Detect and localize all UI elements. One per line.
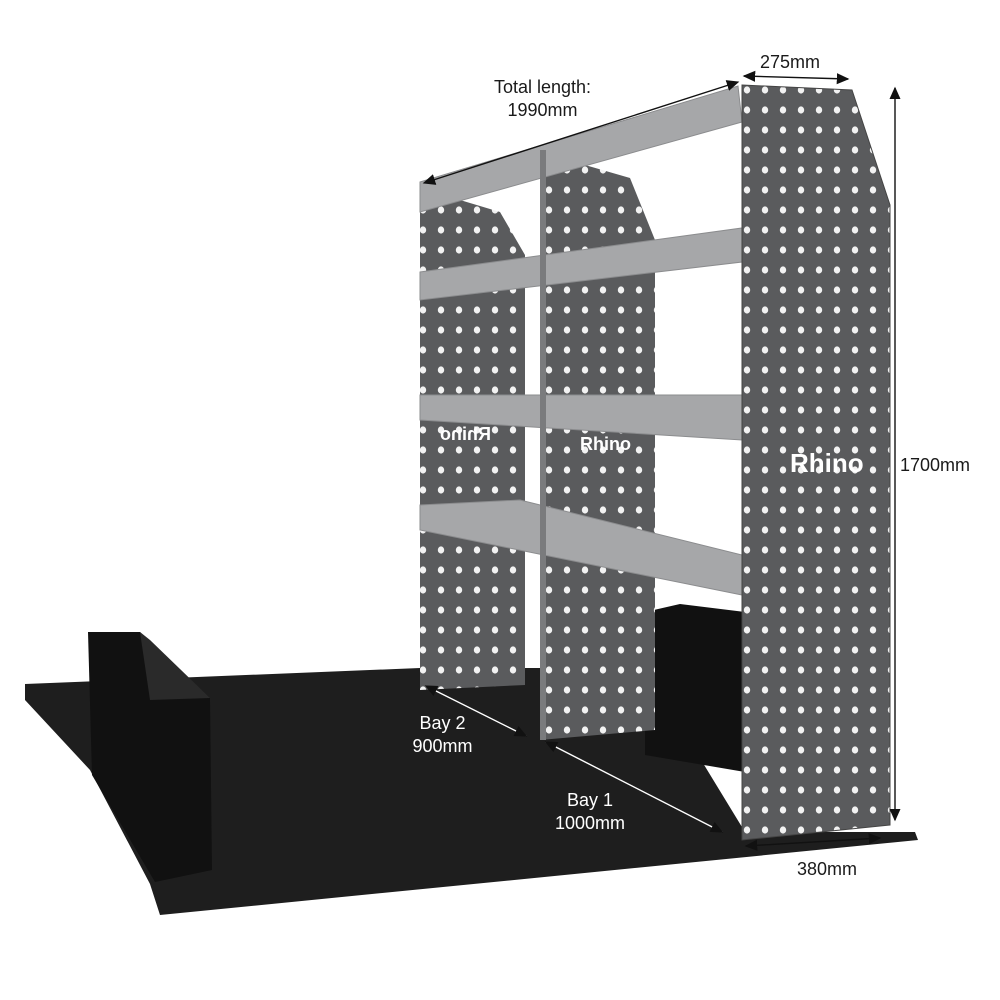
bay2-label: Bay 2 900mm — [395, 712, 490, 758]
rhino-logo-left: Rhino — [440, 424, 491, 444]
depth-bottom-arrow — [744, 833, 882, 851]
bay2-caption: Bay 2 — [419, 713, 466, 733]
total-length-value: 1990mm — [507, 100, 578, 120]
rhino-logo-right: Rhino — [790, 448, 864, 478]
total-length-arrow — [422, 80, 740, 185]
total-length-label: Total length: 1990mm — [470, 76, 615, 122]
bay1-label: Bay 1 1000mm — [540, 789, 640, 835]
rhino-logo-middle: Rhino — [580, 434, 631, 454]
left-end-panel — [420, 188, 525, 690]
wheel-arch-side — [140, 632, 210, 700]
shelf-lip — [540, 150, 546, 740]
bay1-value: 1000mm — [554, 813, 626, 833]
depth-bottom-label: 380mm — [797, 859, 858, 879]
floor-plate — [25, 668, 918, 915]
bay1-arrow — [544, 741, 724, 833]
total-length-caption: Total length: — [493, 77, 592, 97]
bay2-value: 900mm — [412, 736, 473, 756]
depth-top-arrow — [742, 70, 850, 85]
depth-top-label: 275mm — [760, 52, 821, 72]
middle-panel — [540, 152, 655, 740]
bay1-caption: Bay 1 — [566, 790, 614, 810]
height-label: 1700mm — [900, 455, 971, 475]
wheel-box — [645, 604, 745, 772]
bay2-arrow — [424, 685, 528, 737]
